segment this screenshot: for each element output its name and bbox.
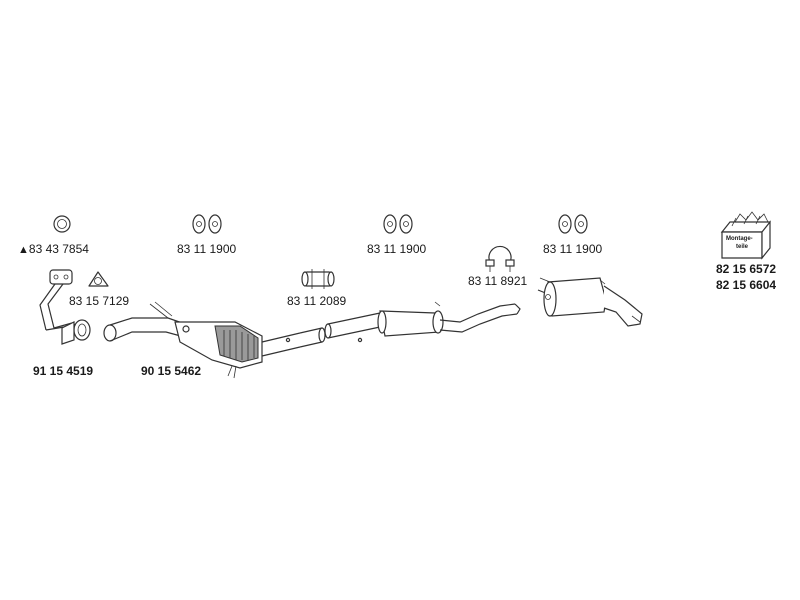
- part-number-flange-gasket: 83 15 7129: [69, 294, 130, 308]
- pipe-clamp-icon[interactable]: [485, 245, 515, 272]
- middle-pipe-muffler-icon[interactable]: [285, 301, 521, 348]
- box-label-line-1: Montage-: [726, 236, 753, 242]
- clamp-sleeve-icon[interactable]: [301, 269, 335, 289]
- part-number-front-pipe: 91 15 4519: [33, 364, 94, 378]
- part-number-mounting-kit-1: 82 15 6572: [716, 262, 777, 276]
- box-label-line-2: teile: [736, 244, 749, 250]
- part-number-mounting-kit-2: 82 15 6604: [716, 278, 777, 292]
- mounting-kit-box-icon[interactable]: [720, 211, 771, 260]
- flange-gasket-icon[interactable]: [88, 271, 109, 287]
- hanger-3-icon[interactable]: [558, 214, 588, 234]
- part-number-gasket: ▲83 43 7854: [18, 242, 89, 257]
- part-number-hanger-1: 83 11 1900: [177, 242, 237, 256]
- hanger-1-icon[interactable]: [192, 214, 222, 234]
- part-number-clamp-sleeve: 83 11 2089: [287, 294, 347, 308]
- warning-triangle-icon: ▲: [18, 244, 29, 256]
- hanger-2-icon[interactable]: [383, 214, 413, 234]
- catalytic-converter-pipe-icon[interactable]: [103, 301, 301, 379]
- part-number-catalytic-pipe: 90 15 5462: [141, 364, 202, 378]
- part-number-hanger-3: 83 11 1900: [543, 242, 603, 256]
- gasket-ring-icon[interactable]: [53, 215, 71, 233]
- part-number-gasket-text: 83 43 7854: [28, 242, 89, 256]
- front-pipe-icon[interactable]: [39, 269, 91, 345]
- part-number-hanger-2: 83 11 1900: [367, 242, 427, 256]
- rear-muffler-icon[interactable]: [537, 277, 643, 327]
- part-number-pipe-clamp: 83 11 8921: [468, 274, 528, 288]
